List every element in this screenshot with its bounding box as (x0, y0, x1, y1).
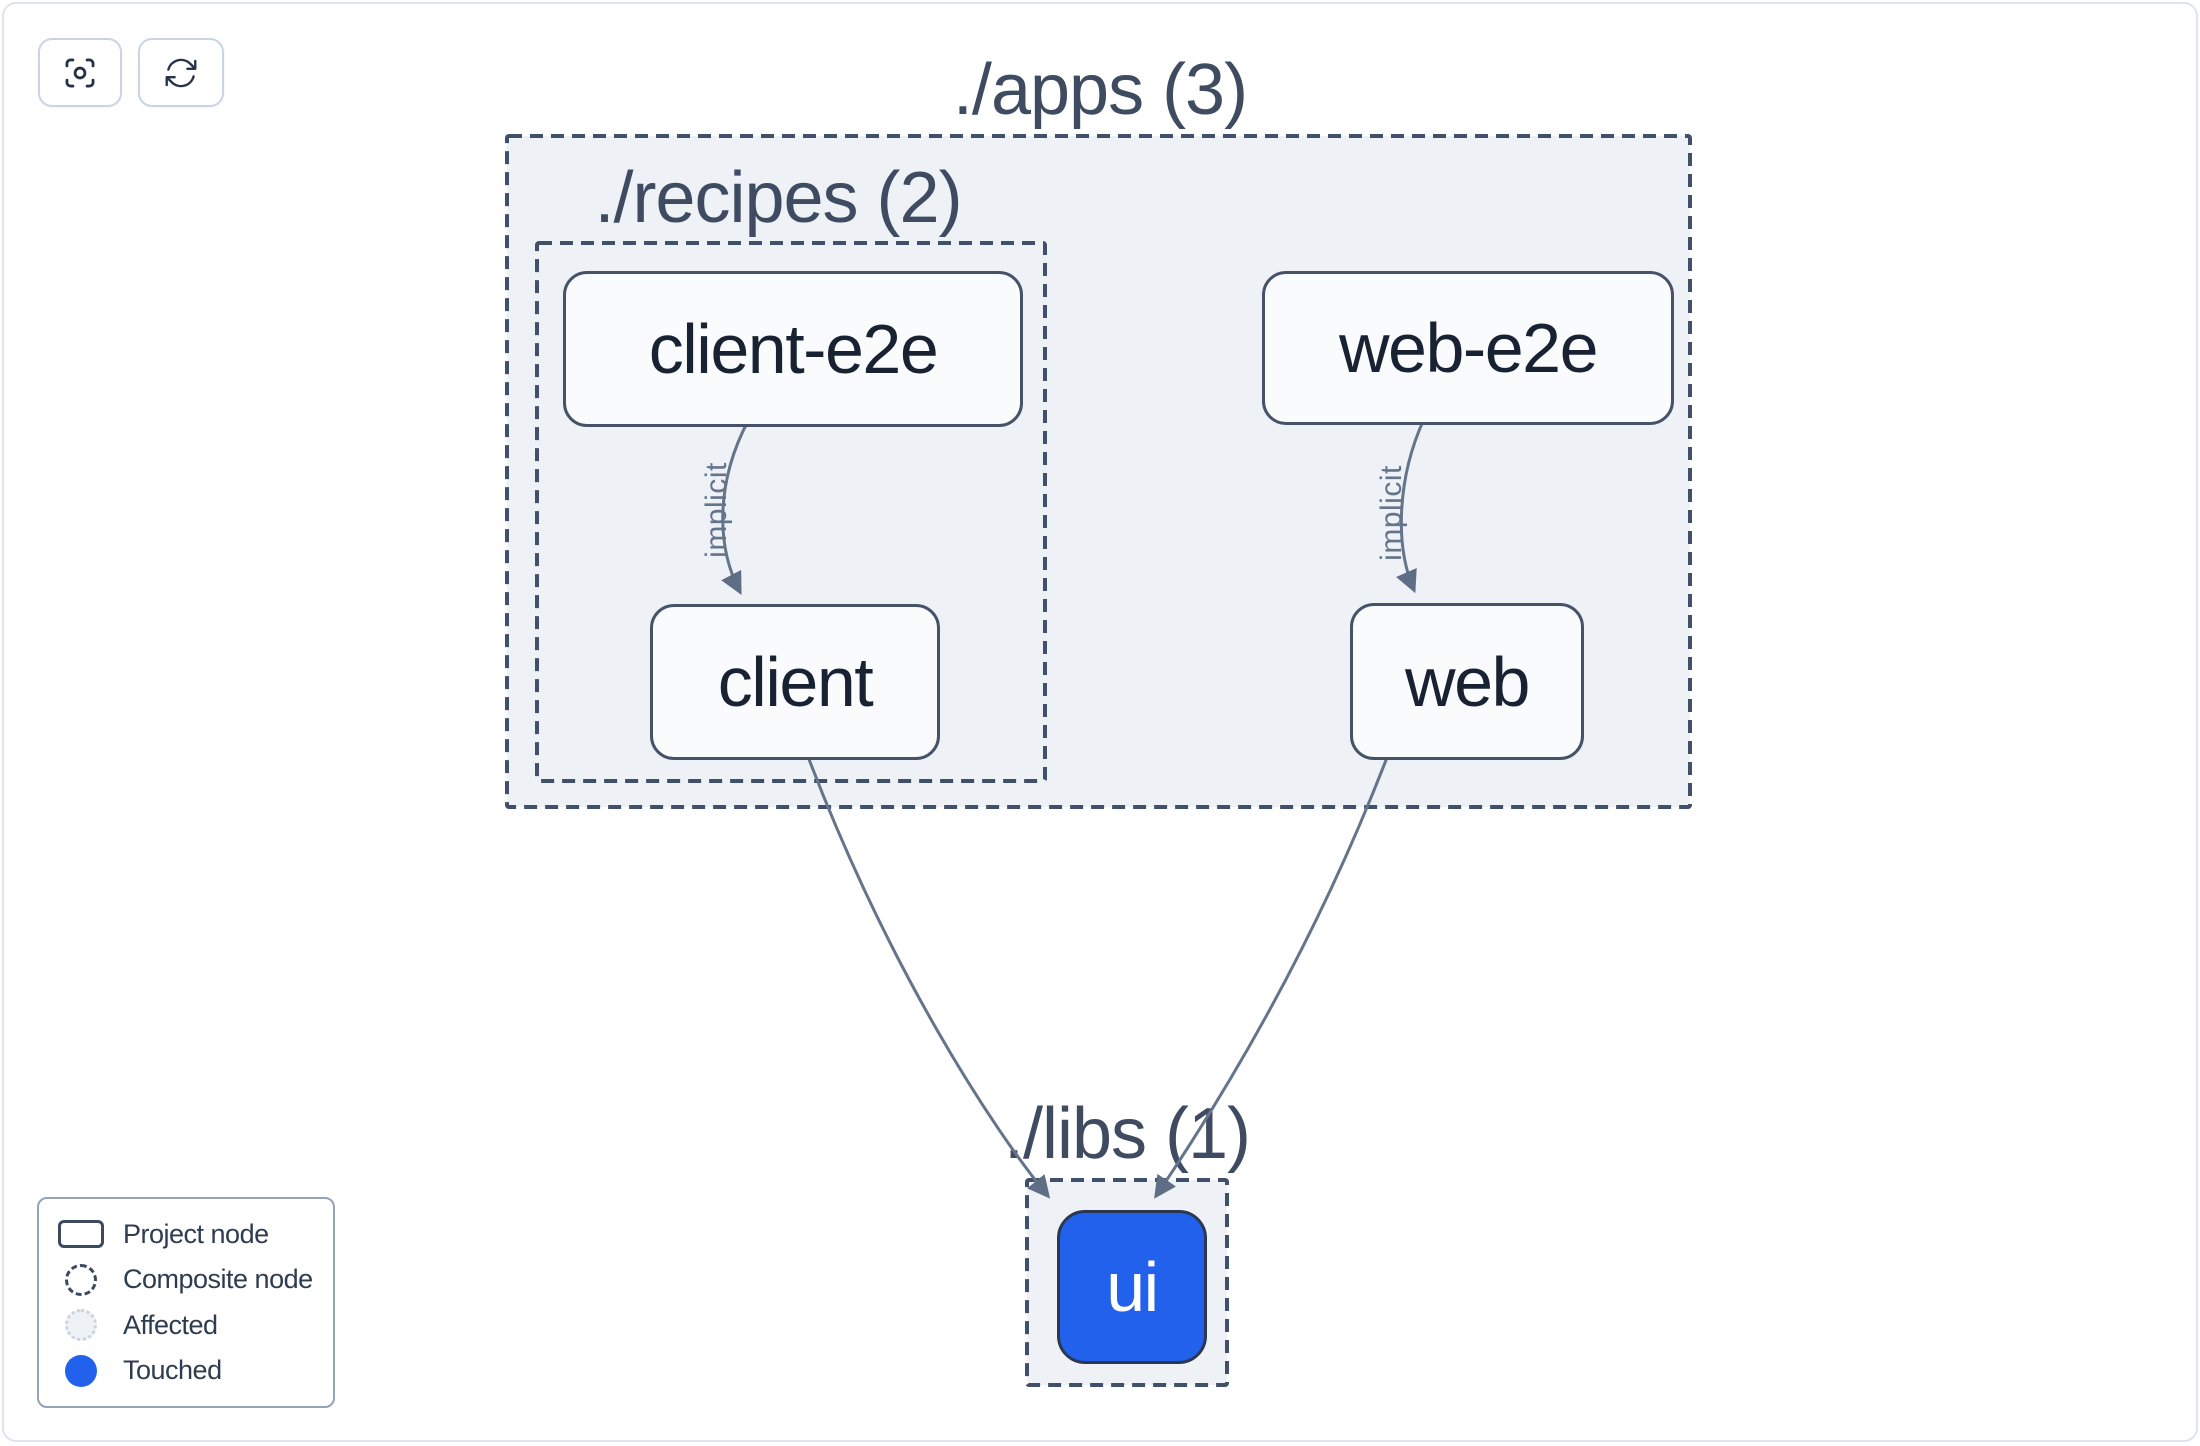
project-node-web-e2e[interactable]: web-e2e (1262, 271, 1674, 425)
legend-label: Affected (123, 1309, 218, 1340)
legend-item-composite-node: Composite node (55, 1259, 323, 1301)
edge-client-e2e-to-client (721, 420, 750, 595)
group-title-recipes[interactable]: ./recipes (2) (594, 158, 962, 238)
edge-client-to-ui (805, 753, 1051, 1199)
legend-item-project-node: Project node (55, 1213, 323, 1255)
viewfinder-icon (65, 58, 95, 87)
project-node-web[interactable]: web (1350, 603, 1584, 760)
refresh-graph-button[interactable] (138, 38, 224, 107)
project-node-client[interactable]: client (650, 604, 940, 760)
group-title-libs[interactable]: ./libs (1) (1003, 1094, 1251, 1174)
legend-item-touched: Touched (55, 1350, 323, 1392)
group-box-recipes[interactable] (535, 241, 1047, 783)
legend-label: Touched (123, 1355, 222, 1386)
project-node-ui-touched[interactable]: ui (1057, 1210, 1207, 1364)
legend-label: Composite node (123, 1264, 313, 1295)
refresh-icon (165, 58, 197, 87)
legend-item-affected: Affected (55, 1304, 323, 1346)
affected-swatch-icon (65, 1309, 97, 1342)
edge-web-e2e-to-web (1396, 418, 1426, 594)
composite-node-swatch-icon (65, 1263, 97, 1296)
group-title-apps[interactable]: ./apps (3) (952, 50, 1248, 130)
touched-swatch-icon (65, 1354, 97, 1387)
edge-web-to-ui (1154, 754, 1390, 1199)
legend-label: Project node (123, 1218, 269, 1249)
legend: Project node Composite node Affected Tou… (37, 1197, 335, 1408)
project-node-client-e2e[interactable]: client-e2e (563, 271, 1023, 427)
center-graph-button[interactable] (38, 38, 122, 107)
project-node-swatch-icon (58, 1220, 104, 1248)
